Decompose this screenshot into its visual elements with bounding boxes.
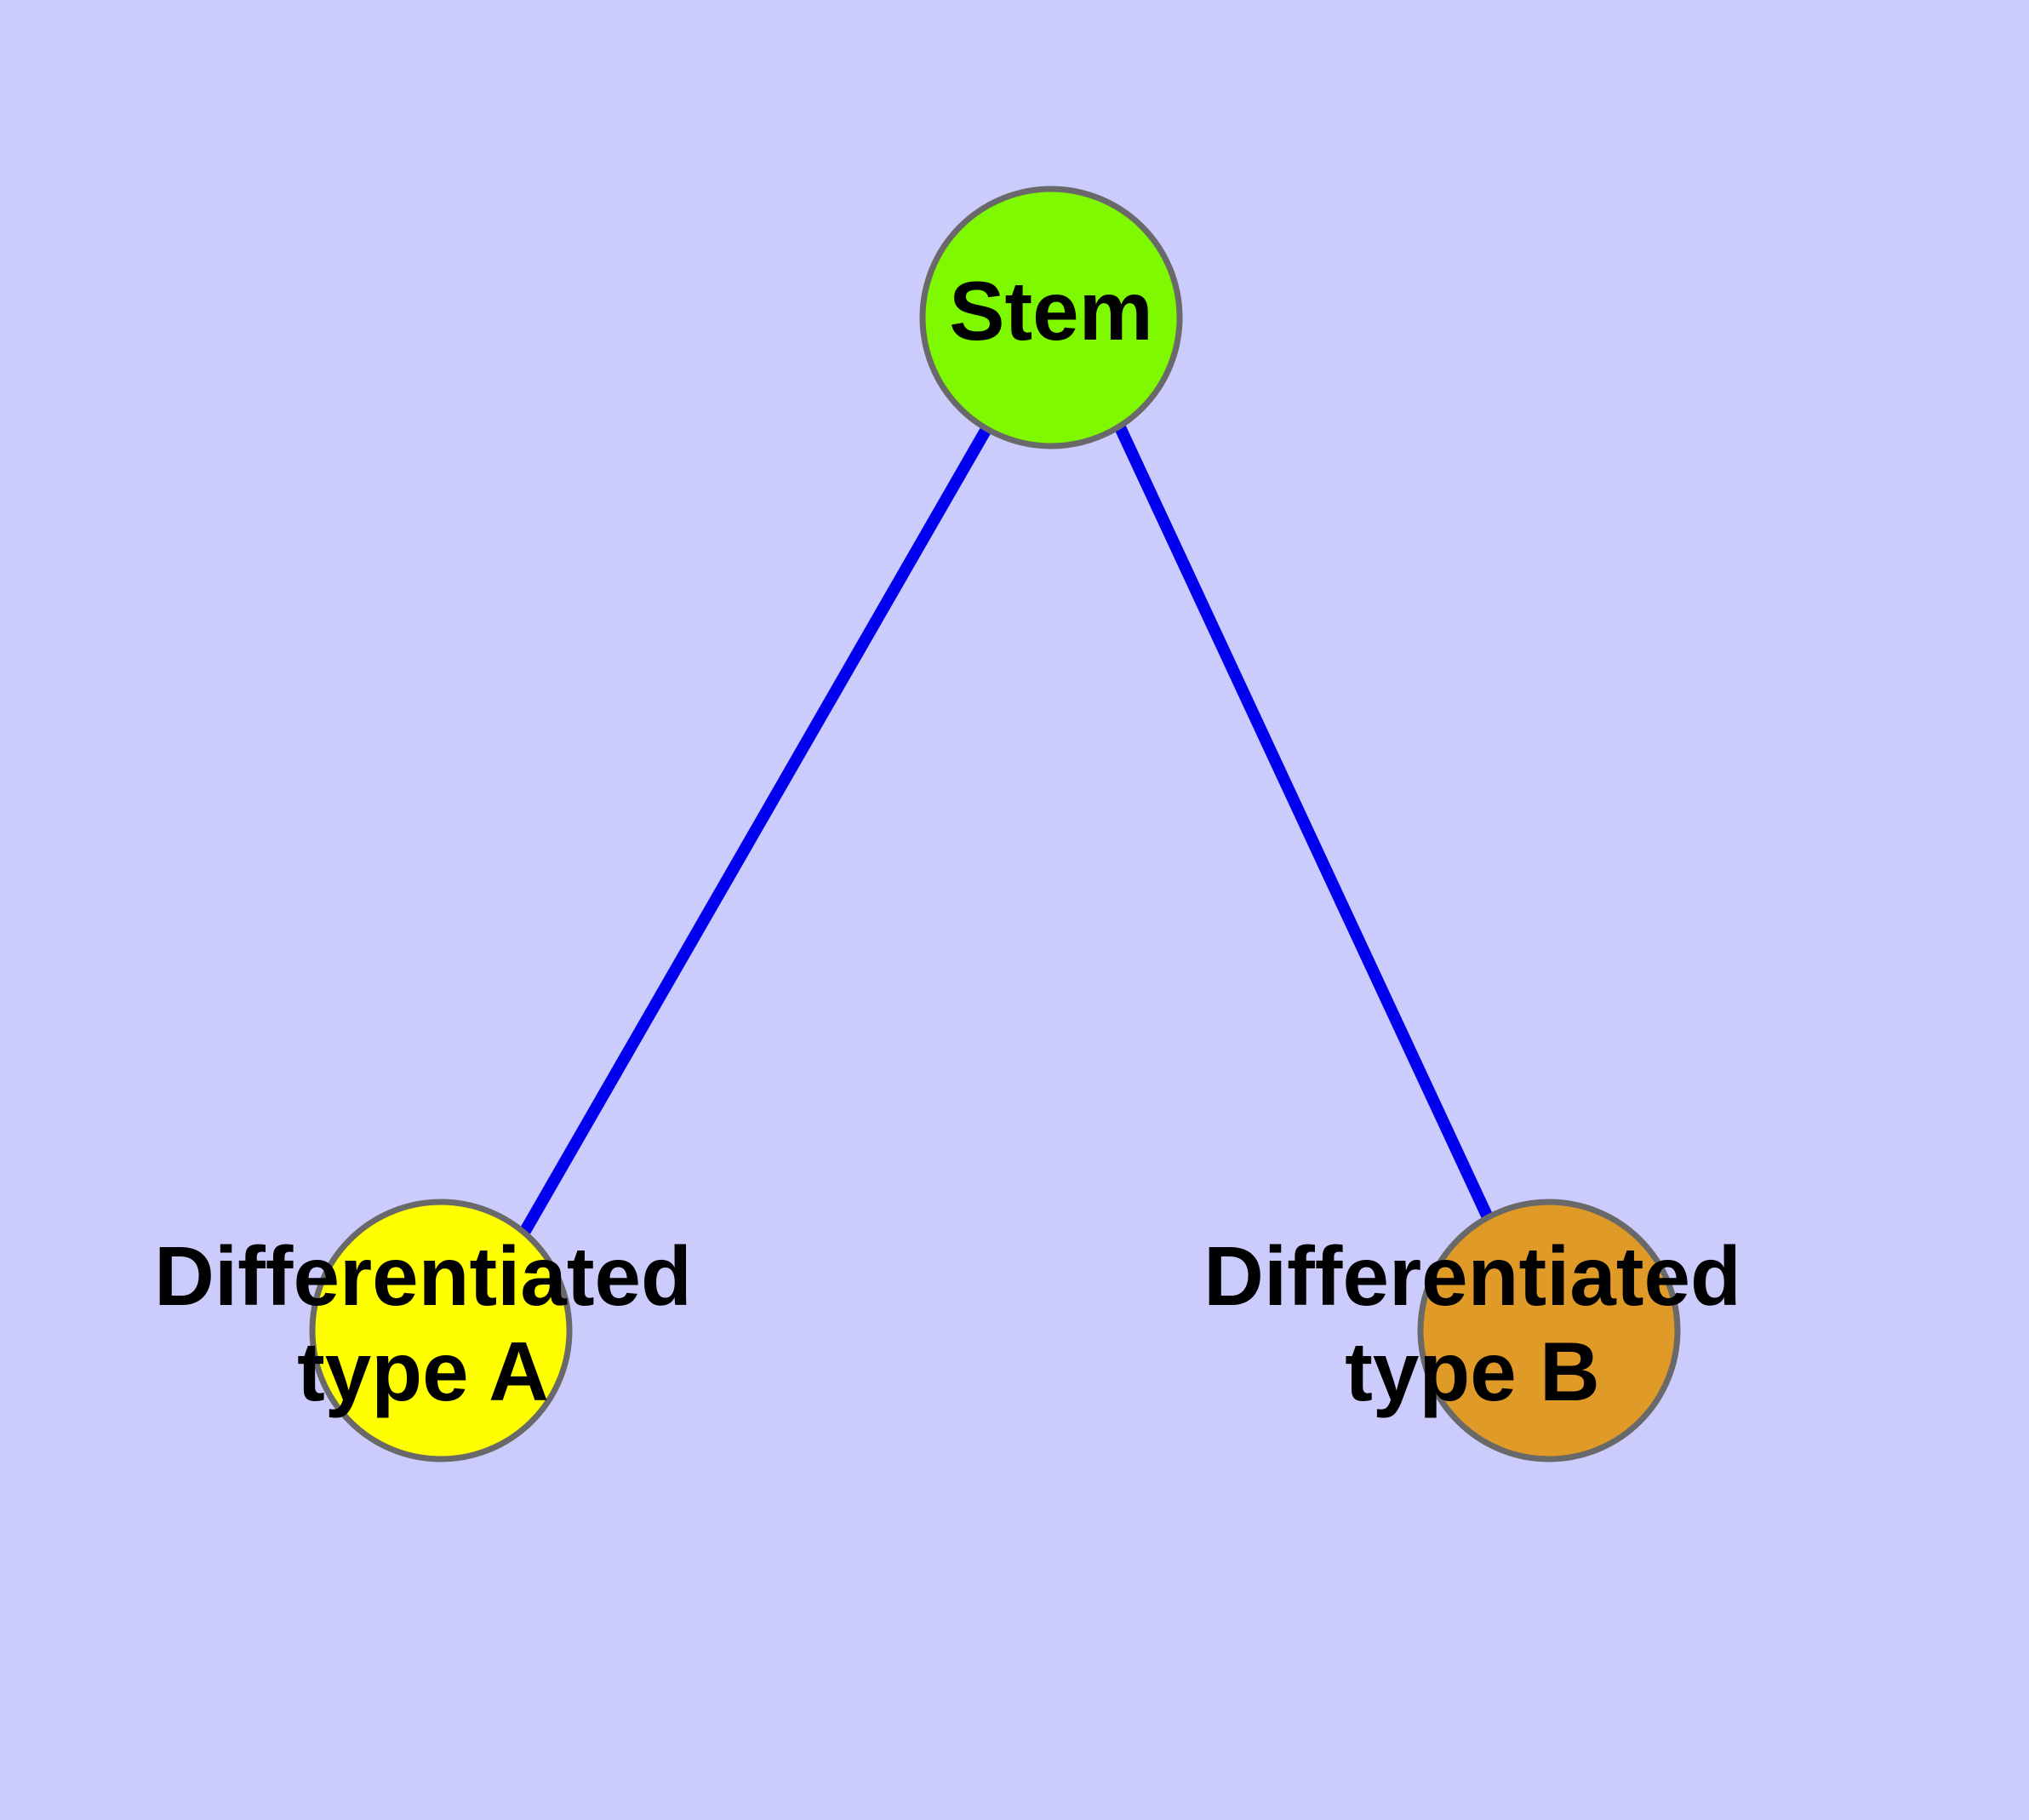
node-label-line: Differentiated xyxy=(154,1229,692,1323)
edge-stem-to-diff-a[interactable] xyxy=(519,426,992,1234)
edge-layer xyxy=(519,425,1494,1234)
node-diff-b-circle[interactable] xyxy=(1417,1199,1681,1462)
node-label-line: type B xyxy=(1345,1325,1600,1418)
node-layer xyxy=(309,186,1681,1462)
node-label-line: type A xyxy=(297,1325,549,1418)
node-label-line: Stem xyxy=(949,264,1153,358)
node-stem-circle[interactable] xyxy=(919,186,1183,449)
node-label-line: Differentiated xyxy=(1203,1229,1741,1323)
node-stem-label: Stem xyxy=(949,264,1153,358)
node-diff-a-circle[interactable] xyxy=(309,1199,573,1462)
edge-stem-to-diff-b[interactable] xyxy=(1114,425,1494,1220)
